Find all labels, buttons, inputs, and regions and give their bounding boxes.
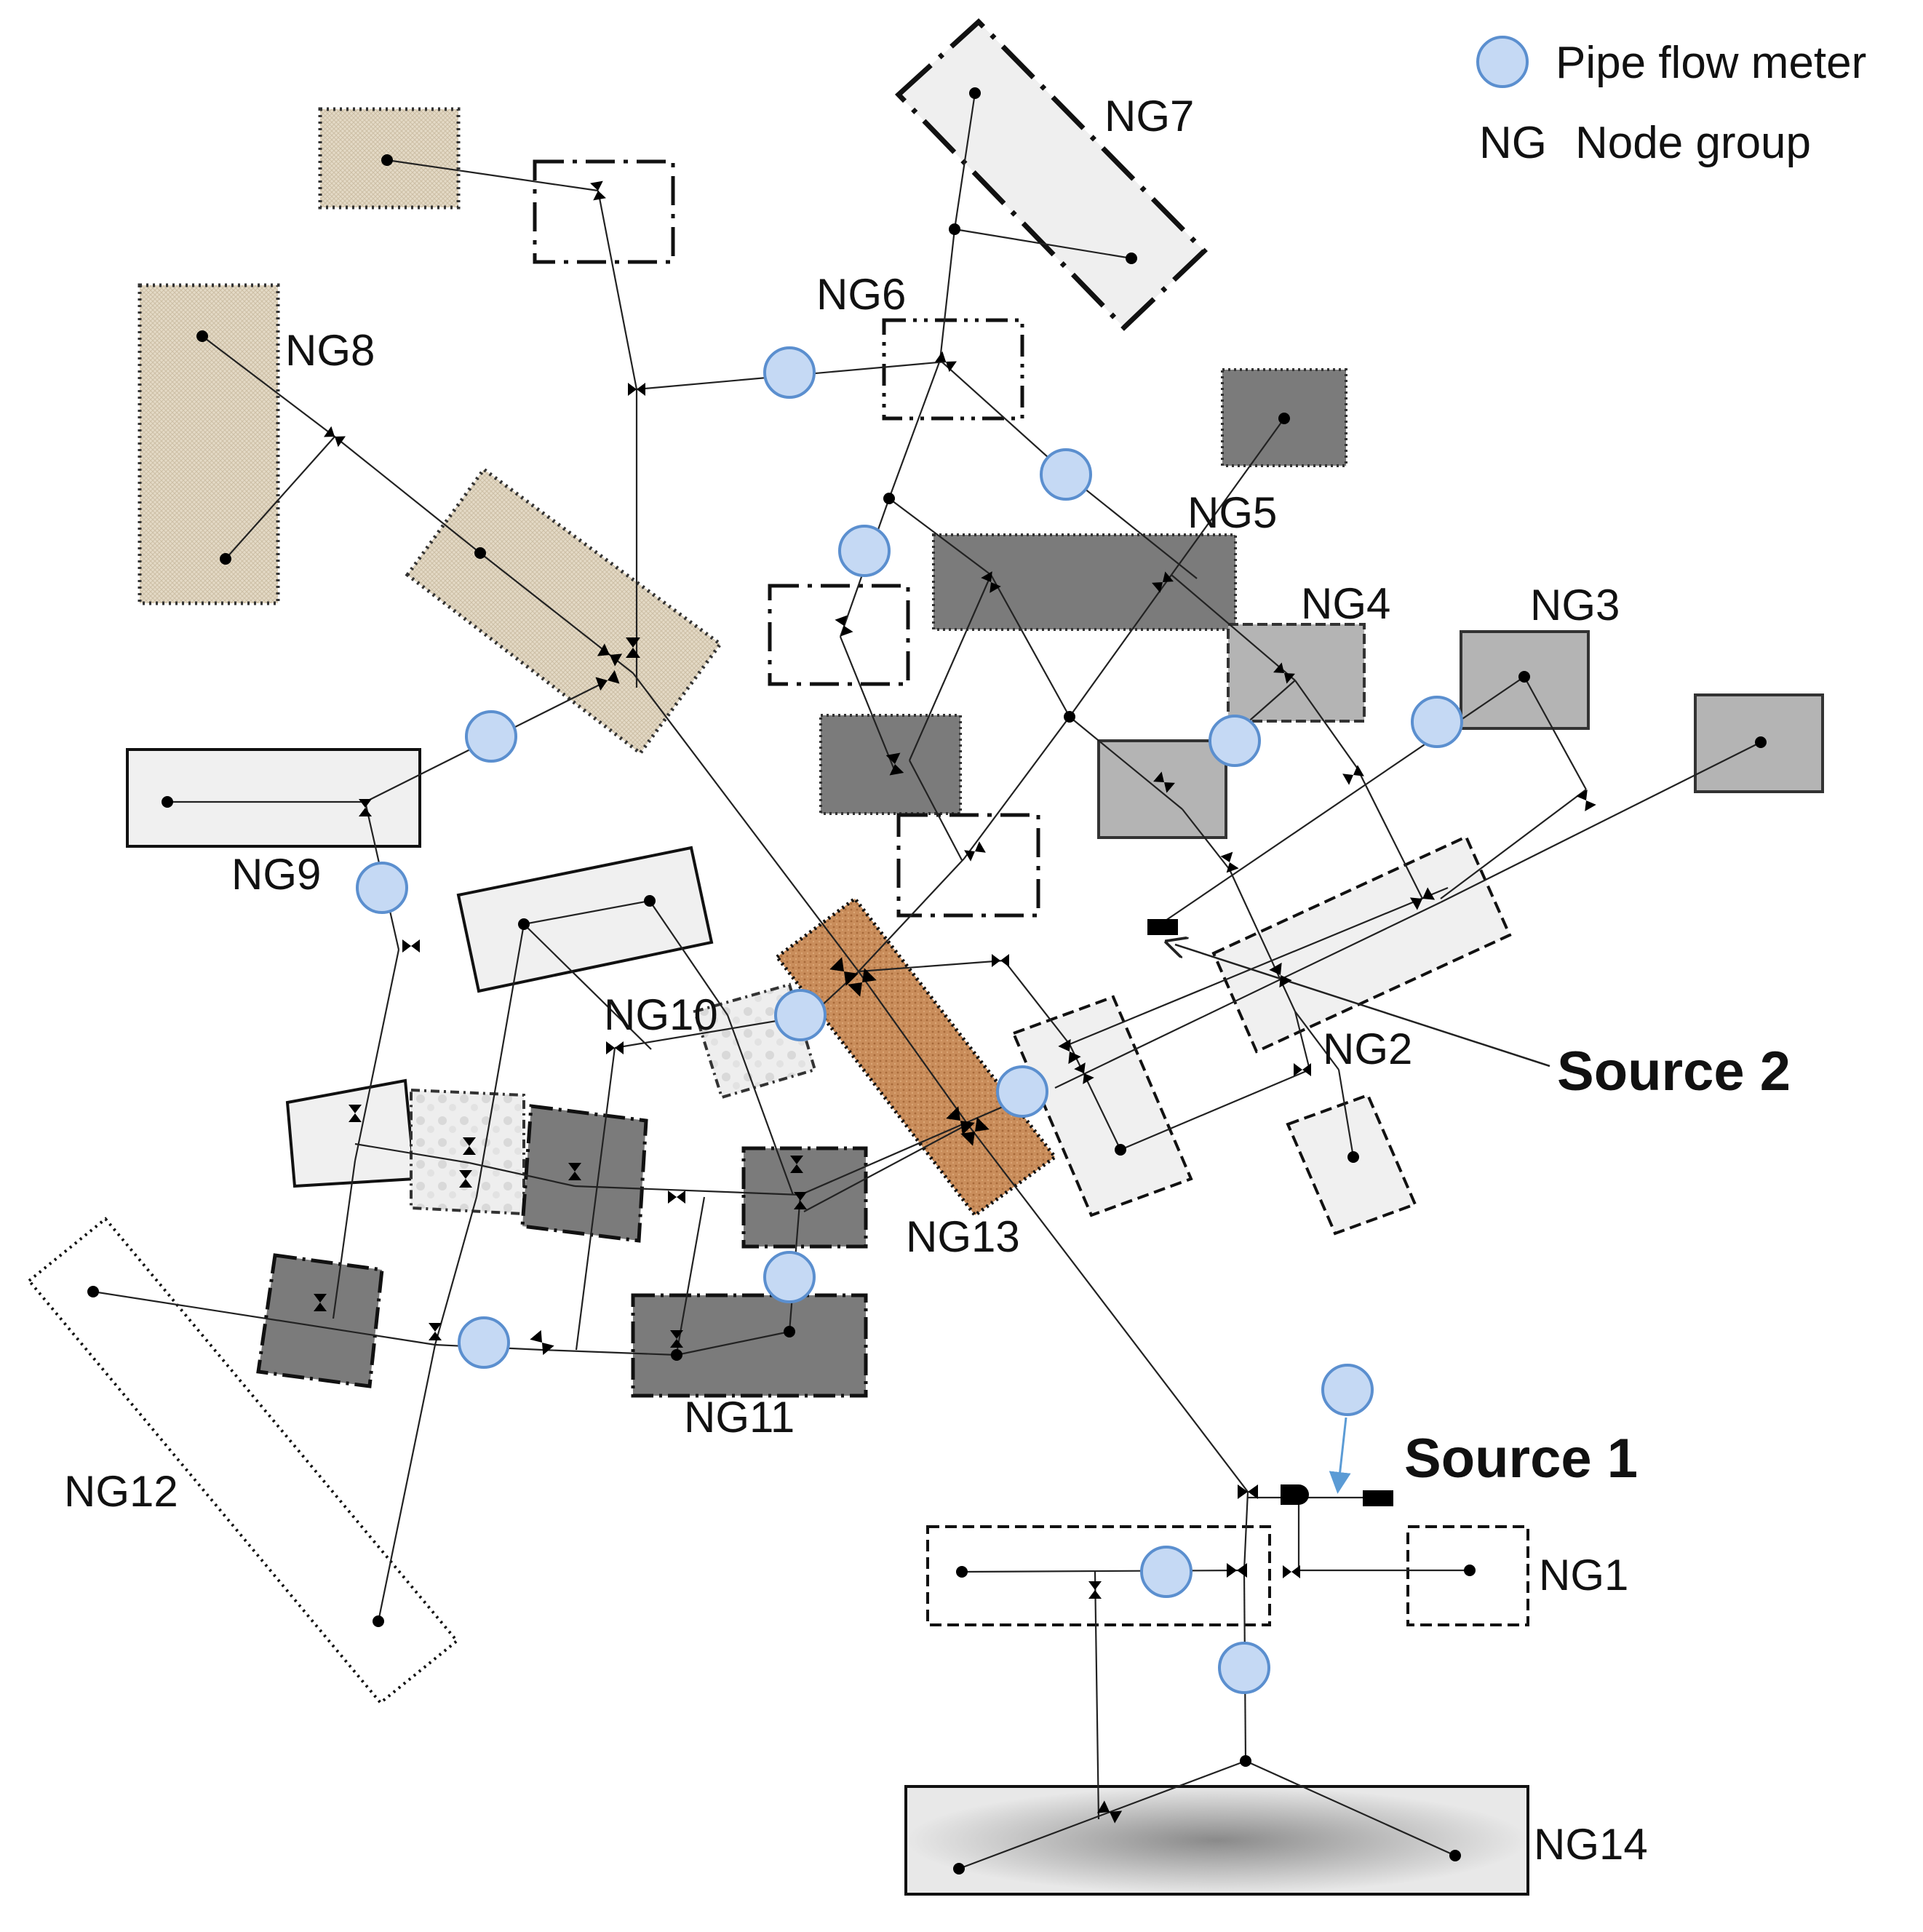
label-ng5: NG5 [1187, 488, 1277, 537]
label-ng3: NG3 [1530, 581, 1620, 629]
ng11-box [631, 1293, 868, 1398]
label-ng6: NG6 [816, 270, 906, 319]
legend-ng-abbrev: NG [1479, 118, 1547, 168]
flow-meter [1209, 715, 1261, 767]
ng2-box [1211, 835, 1512, 1054]
source2-arrow [1175, 945, 1550, 1068]
valves [314, 180, 1596, 1824]
ng8-box-rotated [405, 466, 723, 756]
flow-meter [1321, 1364, 1374, 1416]
label-ng9: NG9 [231, 850, 321, 899]
legend: Pipe flow meter NG Node group [1476, 36, 1866, 168]
node-group-regions [27, 18, 1824, 1896]
ng1-box-left [926, 1525, 1271, 1626]
white-box-mid [768, 584, 910, 686]
flow-meter [465, 710, 517, 763]
light-box-left [285, 1078, 417, 1188]
ng8-box [138, 283, 280, 605]
ng2-box-lower [1011, 995, 1193, 1217]
ng14-box [904, 1785, 1529, 1896]
white-box-top [533, 159, 675, 264]
flow-meter [1218, 1642, 1270, 1694]
label-ng11: NG11 [684, 1393, 795, 1442]
flow-meter [1040, 448, 1092, 501]
flow-meter [838, 525, 891, 577]
dark-box-bottom-left [256, 1253, 384, 1388]
label-ng4: NG4 [1301, 579, 1390, 628]
label-ng8: NG8 [285, 326, 375, 375]
label-ng12: NG12 [64, 1467, 178, 1516]
legend-meter-label: Pipe flow meter [1556, 38, 1866, 88]
ng4-box [1227, 623, 1366, 723]
source1-pump [1281, 1484, 1309, 1505]
light-box-rotated [456, 846, 714, 993]
flow-meter [1411, 696, 1463, 748]
flow-meter [774, 989, 827, 1041]
flow-meter [763, 1251, 816, 1303]
label-source2: Source 2 [1557, 1041, 1791, 1102]
pipe-flow-meters [356, 346, 1463, 1694]
group-labels: NG7 NG6 NG8 NG5 NG4 NG3 NG9 NG10 NG2 NG1… [64, 92, 1648, 1869]
source1-meter-arrow [1329, 1417, 1351, 1494]
dark-box-left-mid [520, 1104, 648, 1243]
label-ng14: NG14 [1534, 1820, 1648, 1869]
flow-meter [1140, 1546, 1193, 1598]
nodes [87, 87, 1767, 1875]
ng4-box-lower [1097, 739, 1227, 839]
source1-tank [1363, 1490, 1393, 1506]
ng12-box [27, 1217, 459, 1705]
white-box-lower [896, 813, 1040, 918]
legend-ng-label: Node group [1575, 118, 1811, 168]
dark-box-right-mid [741, 1146, 868, 1249]
label-ng2: NG2 [1323, 1025, 1412, 1073]
label-ng7: NG7 [1104, 92, 1194, 140]
source2-tank [1147, 919, 1178, 935]
label-ng13: NG13 [906, 1212, 1020, 1261]
label-ng1: NG1 [1539, 1551, 1628, 1599]
ng5-box [932, 533, 1237, 631]
flow-meter [458, 1316, 510, 1369]
flow-meter [763, 346, 816, 399]
ng7-box [894, 18, 1208, 331]
ng2-box-small [1286, 1093, 1417, 1236]
flow-meter [996, 1065, 1048, 1118]
ng6-box [882, 318, 1024, 421]
legend-meter-icon [1476, 36, 1529, 88]
label-ng10: NG10 [604, 990, 718, 1039]
dark-box-center [819, 714, 962, 815]
flow-meter [356, 862, 408, 914]
label-source1: Source 1 [1404, 1428, 1638, 1490]
